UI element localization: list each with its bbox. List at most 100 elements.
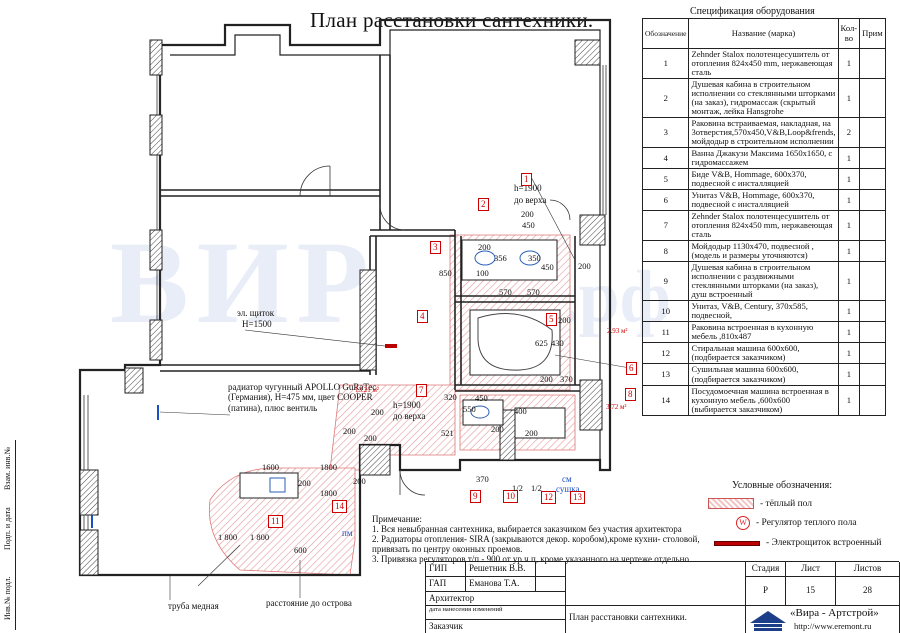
spec-header-designation: Обозначение [641,18,690,49]
spec-cell-qty: 1 [837,342,861,365]
spec-cell-designation: 8 [641,240,690,263]
panel-height-label: H=1500 [242,319,272,329]
spec-cell-note [859,363,886,386]
warm-floor-swatch [708,498,754,509]
spec-cell-designation: 3 [641,117,690,149]
spec-cell-designation: 9 [641,261,690,302]
spec-cell-name: Унитаз V&B, Hommage, 600x370, подвесной … [688,189,839,212]
legend-warm-floor: - тёплый пол [708,498,812,509]
notes: Примечание: 1. Вся невыбранная сантехник… [372,514,717,564]
spec-cell-qty: 1 [837,147,861,170]
dim: 625 [535,338,548,348]
height-label-2b: до верха [393,411,426,421]
dim: 570 [499,287,512,297]
stamp-sign-1 [536,562,566,577]
spec-cell-qty: 2 [837,117,861,149]
spec-cell-name: Мойдодыр 1130x470, подвесной , (модель и… [688,240,839,263]
side-label-1: Взам. инв.№ [3,446,12,490]
spec-cell-designation: 7 [641,210,690,242]
stamp-role-3: Архитектор [426,592,566,606]
side-label-2: Подп. и дата [3,507,12,550]
dim: 1800 [320,462,337,472]
floor-plan [78,18,631,600]
spec-cell-qty: 1 [837,321,861,344]
dim: 200 [364,433,377,443]
spec-cell-note [859,117,886,149]
radiator-label: радиатор чугунный APOLLO GuRaTec (Герман… [228,382,377,413]
dim: 200 [578,261,591,271]
spec-cell-qty: 1 [837,384,861,416]
dim: 550 [463,404,476,414]
dim: 1800 [320,488,337,498]
spec-cell-name: Посудомоечная машина встроенная в кухонн… [688,384,839,416]
dim: 1 800 [250,532,270,542]
dim: 450 [541,262,554,272]
dim: 1/2 [531,483,542,493]
dim: 370 [560,374,573,384]
company-logo-icon [750,611,786,631]
spec-cell-designation: 13 [641,363,690,386]
side-stamp: Взам. инв.№ Подп. и дата Инв.№ подл. [0,440,16,630]
area-label-2: 2.93 м² [607,327,628,335]
stamp-sheets: 28 [836,577,900,606]
spec-cell-designation: 11 [641,321,690,344]
area-label-3: 3.72 м² [606,403,627,411]
dim: 1/2 [512,483,523,493]
panel-swatch [714,540,760,546]
marker-12: 12 [541,491,556,504]
spec-cell-note [859,240,886,263]
island-distance-label: расстояние до острова [266,598,352,608]
dim: 200 [371,407,384,417]
title-block: ГИП Решетник В.В. ГАП Еманова Т.А. Архит… [425,561,900,633]
panel-label: эл. щиток [237,308,275,318]
stamp-name-1: Решетник В.В. [466,562,536,577]
dim: 200 [478,242,491,252]
stamp-sign-2 [536,577,566,592]
dim: 430 [551,338,564,348]
dim: 400 [514,406,527,416]
stamp-blank [566,562,746,606]
area-label-1: 13.21 м² [355,386,380,394]
height-label-1b: до верха [514,195,547,205]
dim: 200 [353,476,366,486]
regulator-symbol: W [736,516,750,530]
stamp-role-5: Заказчик [426,620,566,633]
spec-cell-designation: 1 [641,47,690,80]
spec-cell-note [859,342,886,365]
dim: 450 [475,393,488,403]
dim: 350 [528,253,541,263]
company-name: «Вира - Артстрой» [790,607,879,619]
spec-cell-name: Душевая кабина в строительном исполнении… [688,261,839,302]
dim: 200 [298,478,311,488]
dim: 521 [441,428,454,438]
dryer-label: сушка [556,484,580,494]
stamp-sheet-header: Лист [786,562,836,577]
legend-panel: - Электрощиток встроенный [714,538,881,548]
marker-8: 8 [625,388,636,401]
spec-header-name: Название (марка) [688,18,839,49]
legend-regulator-text: - Регулятор теплого пола [756,518,857,528]
spec-cell-name: Стиральная машина 600x600, (подбирается … [688,342,839,365]
spec-cell-designation: 6 [641,189,690,212]
marker-11: 11 [268,515,283,528]
spec-cell-name: Раковина встраиваемая, накладная, на 3от… [688,117,839,149]
marker-6: 6 [626,362,637,375]
dim: 200 [540,374,553,384]
spec-cell-note [859,147,886,170]
dim: 320 [444,392,457,402]
stamp-sheet-title: План расстановки сантехники. [566,606,746,633]
spec-header-note: Прим [859,18,886,49]
side-label-3: Инв.№ подл. [3,576,12,620]
marker-14: 14 [332,500,347,513]
dim: 850 [439,268,452,278]
spec-cell-note [859,189,886,212]
spec-cell-qty: 1 [837,363,861,386]
spec-cell-designation: 2 [641,78,690,119]
marker-3: 3 [430,241,441,254]
spec-cell-designation: 12 [641,342,690,365]
